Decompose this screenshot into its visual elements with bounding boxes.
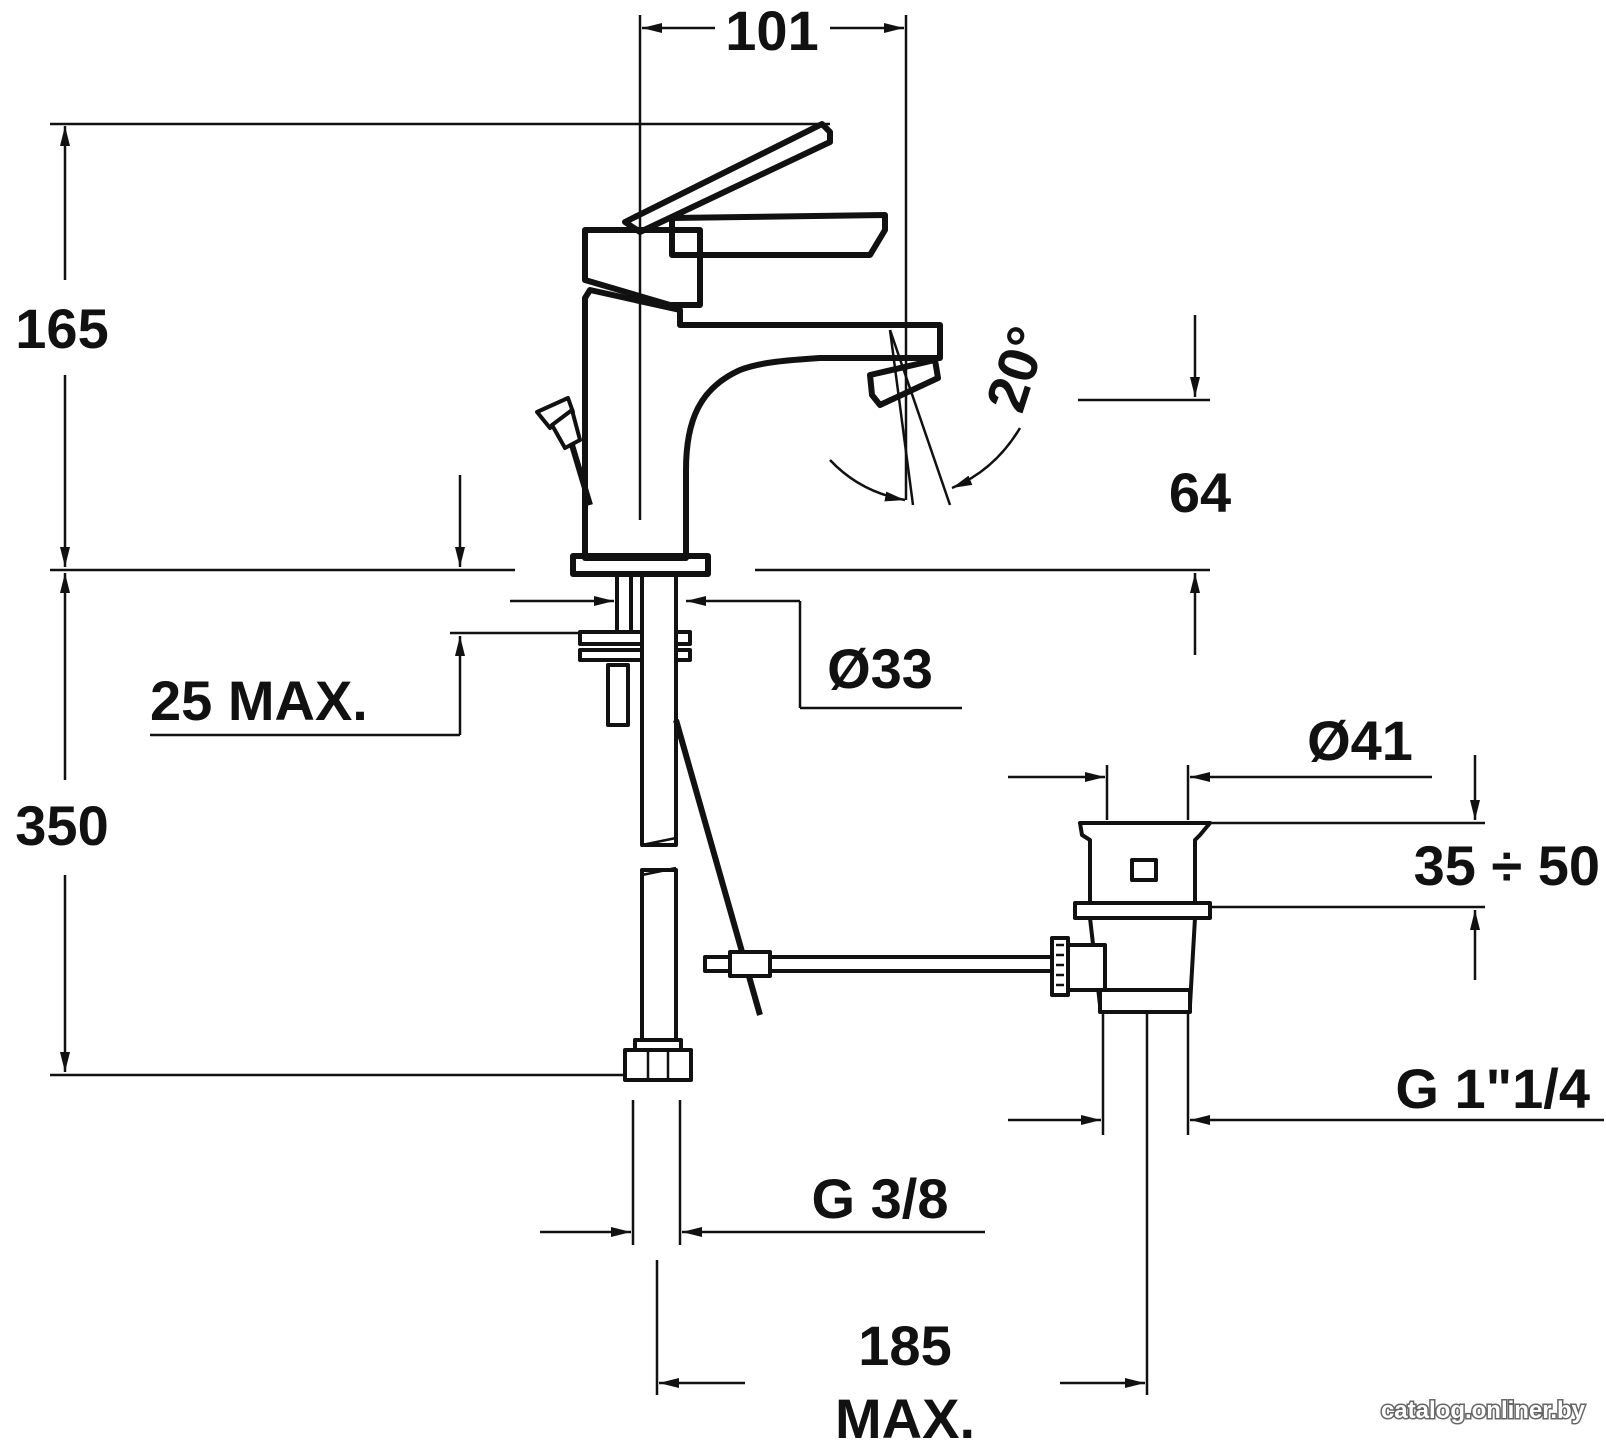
faucet-body	[535, 121, 943, 577]
dim-101-label: 101	[725, 0, 818, 62]
dim-diameter-41-label: Ø41	[1307, 709, 1413, 772]
watermark: catalog.onliner.by	[1381, 1397, 1586, 1424]
dim-185-label: 185	[858, 1314, 951, 1377]
dimension-lines	[50, 15, 1604, 1395]
dim-350-label: 350	[15, 794, 108, 857]
supply-hose	[578, 573, 763, 1082]
dim-185-max-label: MAX.	[835, 1387, 975, 1445]
pop-up-drain	[703, 821, 1212, 1014]
dim-35-50-label: 35 ÷ 50	[1414, 834, 1600, 897]
thread-g-1-1-4-label: G 1"1/4	[1395, 1057, 1590, 1120]
dim-diameter-33-label: Ø33	[827, 637, 933, 700]
thread-g-3-8-label: G 3/8	[812, 1167, 949, 1230]
dim-25-max-label: 25 MAX.	[150, 669, 368, 732]
dim-64-label: 64	[1169, 461, 1231, 524]
dim-20deg-label: 20°	[973, 319, 1059, 419]
dim-165-label: 165	[15, 297, 108, 360]
